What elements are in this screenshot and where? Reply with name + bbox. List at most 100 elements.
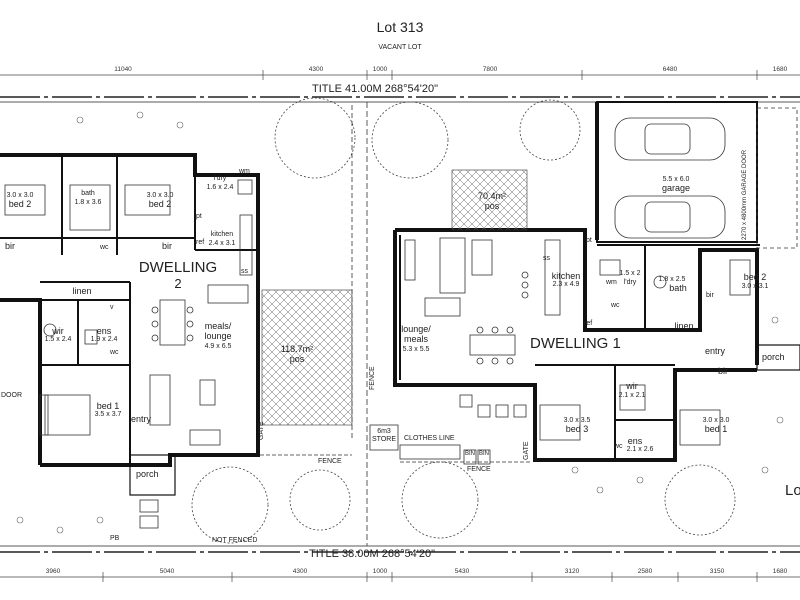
d1-wir-label: wir xyxy=(626,381,638,391)
d2-bed2b-label: bed 2 xyxy=(148,199,172,209)
bin-box-2 xyxy=(477,449,491,465)
d2-dwelling-name: DWELLING xyxy=(138,259,218,276)
dwelling-1-inner-walls xyxy=(399,235,760,460)
d1-bir-label: bir xyxy=(706,292,714,299)
dwelling-2-furniture xyxy=(4,179,253,446)
d1-bed2-size: 3.0 x 3.1 xyxy=(741,283,769,290)
d1-kitchen-label: kitchen xyxy=(551,271,581,281)
title-top-label: TITLE 41.00M 268°54'20" xyxy=(312,83,438,95)
d1-wc: wc xyxy=(611,302,620,309)
d2-v-label: v xyxy=(110,304,114,311)
d2-ens-label: ens xyxy=(96,326,112,336)
dim-bottom-4: 1000 xyxy=(372,568,388,575)
d2-meals-label: meals/ lounge xyxy=(204,321,232,341)
dwelling-2-porch xyxy=(129,454,176,496)
pos2-area: 118.7m² xyxy=(280,344,314,354)
d2-meals-size: 4.9 x 6.5 xyxy=(204,343,232,350)
bin-box-1 xyxy=(463,449,477,465)
dwelling-2-inner-walls xyxy=(0,155,258,465)
dwelling-1-furniture xyxy=(404,237,751,446)
dwelling-2-step xyxy=(139,499,159,513)
d1-bir2-label: bir xyxy=(718,366,729,376)
dim-bottom-1: 3960 xyxy=(45,568,61,575)
d1-ens-size: 2.1 x 2.6 xyxy=(626,446,654,453)
site-fence-bins: FENCE xyxy=(467,466,491,473)
d1-wc2: wc xyxy=(614,443,623,450)
d2-ldry-label: l'dry xyxy=(213,175,227,182)
dim-top-4: 7800 xyxy=(482,66,498,73)
dim-top-3: 1000 xyxy=(372,66,388,73)
site-bin-2: BIN xyxy=(479,451,490,457)
dim-bottom-6: 3120 xyxy=(564,568,580,575)
pos1-label: pos xyxy=(484,201,500,211)
d2-kitchen-size: 2.4 x 3.1 xyxy=(208,240,236,247)
dim-bottom-5: 5430 xyxy=(454,568,470,575)
d1-garage-door-label: 2270 x 4800mm GARAGE DOOR xyxy=(742,149,748,240)
d2-wc2-label: wc xyxy=(100,244,109,251)
d1-porch: porch xyxy=(762,352,785,362)
top-dimension-line xyxy=(0,70,800,80)
d2-kitchen-label: kitchen xyxy=(210,231,234,238)
d1-ss: ss xyxy=(543,255,550,262)
pos1-area: 70.4m² xyxy=(477,191,507,201)
dim-bottom-3: 4300 xyxy=(292,568,308,575)
dim-top-5: 6480 xyxy=(662,66,678,73)
bottom-title-boundary xyxy=(0,545,800,553)
d1-bath-label: bath xyxy=(669,283,687,293)
dwelling-1-pos-area xyxy=(451,169,528,231)
lot-subtitle: VACANT LOT xyxy=(378,44,422,51)
dim-bottom-2: 5040 xyxy=(159,568,175,575)
d1-ref: ref xyxy=(584,320,593,327)
d1-bath-size: 1.8 x 2.5 xyxy=(658,276,686,283)
d1-kitchen-size: 2.3 x 4.9 xyxy=(552,281,580,288)
d1-bed2-label: bed 2 xyxy=(743,272,767,282)
pos2-label: pos xyxy=(289,354,305,364)
lot-title: Lot 313 xyxy=(376,19,424,35)
d1-entry: entry xyxy=(705,346,726,356)
d2-linen: linen xyxy=(72,286,92,296)
bottom-dimension-line xyxy=(0,572,800,582)
site-fence-horizontal: FENCE xyxy=(318,458,342,465)
dwelling-2-step-2 xyxy=(139,515,159,529)
d2-bed2-label: bed 2 xyxy=(8,199,32,209)
d1-wm: wm xyxy=(606,279,617,286)
d1-bed1-size: 3.0 x 3.0 xyxy=(702,417,730,424)
shrub-markers xyxy=(16,111,784,534)
site-fence-vertical: FENCE xyxy=(369,366,376,390)
dim-top-6: 1680 xyxy=(772,66,788,73)
d1-garage-size: 5.5 x 6.0 xyxy=(662,176,690,183)
d2-ldry-size: 1.6 x 2.4 xyxy=(206,184,234,191)
d2-pt-label: pt xyxy=(196,213,202,220)
d2-bed2b-size: 3.0 x 3.0 xyxy=(146,192,174,199)
d1-lounge-size: 5.3 x 5.5 xyxy=(402,346,430,353)
title-bottom-label: TITLE 38.00M 268°54'20" xyxy=(309,548,435,560)
garage-door-zone xyxy=(756,107,798,249)
tree-canopies xyxy=(191,97,736,544)
d1-wir-size: 2.1 x 2.1 xyxy=(618,392,646,399)
clothes-line-box xyxy=(399,444,461,460)
garage-outline xyxy=(596,101,758,243)
d2-gate-label: GATE xyxy=(258,421,265,440)
d2-bed1-size: 3.5 x 3.7 xyxy=(94,411,122,418)
store-box xyxy=(369,424,399,451)
d2-ss-label: ss xyxy=(241,268,248,275)
d1-bed1-label: bed 1 xyxy=(704,424,728,434)
car-icon xyxy=(614,117,726,239)
d2-bir-a: bir xyxy=(5,241,16,251)
site-lot-right: Lo xyxy=(785,482,800,499)
d2-bath-label: bath xyxy=(81,190,95,197)
d1-ldry-label: l'dry xyxy=(623,279,637,286)
site-bin-1: BIN xyxy=(465,451,476,457)
site-clothes-line: CLOTHES LINE xyxy=(404,435,455,442)
d2-door-label: DOOR xyxy=(1,392,22,399)
d2-dwelling-number: 2 xyxy=(174,276,182,291)
site-store: 6m3 STORE xyxy=(372,428,396,443)
dim-bottom-7: 2580 xyxy=(637,568,653,575)
d2-bed1-label: bed 1 xyxy=(96,401,120,411)
d2-wir-size: 1.5 x 2.4 xyxy=(44,336,72,343)
d2-bed2-size: 3.0 x 3.0 xyxy=(6,192,34,199)
site-not-fenced: NOT FENCED xyxy=(212,537,258,544)
d1-ldry-size: 1.5 x 2 xyxy=(619,270,641,277)
d2-ref-label: ref xyxy=(196,239,205,246)
